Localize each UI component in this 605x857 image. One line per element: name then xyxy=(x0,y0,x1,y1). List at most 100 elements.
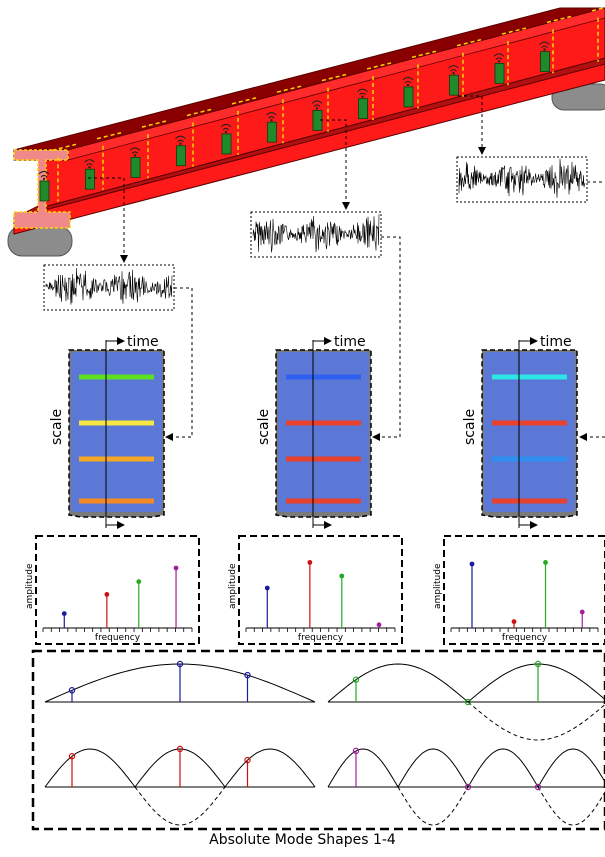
wifi-dot xyxy=(361,95,364,98)
wifi-dot xyxy=(133,154,137,157)
mode-shapes-frame xyxy=(31,649,605,831)
spectrogram-band xyxy=(286,456,361,462)
sensor-node xyxy=(267,121,277,143)
sensor-marker xyxy=(176,745,184,753)
sensor-marker xyxy=(464,698,472,706)
sensor-node xyxy=(494,62,505,84)
wifi-icon xyxy=(311,100,323,107)
signal-box-3 xyxy=(456,156,588,203)
spectrogram-band xyxy=(286,374,361,380)
wifi-dot xyxy=(179,142,182,145)
amplitude-axis-label: amplitude xyxy=(25,563,35,609)
stem-marker xyxy=(307,560,313,565)
wifi-dot xyxy=(497,60,501,63)
time-label: time xyxy=(334,334,366,350)
wifi-dot xyxy=(224,130,228,134)
spectrogram-2: time scale xyxy=(256,334,372,529)
spectrogram-band xyxy=(79,374,154,380)
sensor-marker xyxy=(176,660,184,668)
sensor-node xyxy=(449,74,459,96)
stem-marker xyxy=(61,611,67,616)
spectrogram-1: time scale xyxy=(49,334,165,529)
frequency-axis-label: frequency xyxy=(95,633,141,643)
stem-marker xyxy=(173,565,179,571)
frequency-charts: frequency amplitude frequency amplitude freq… xyxy=(25,535,605,645)
wifi-icon xyxy=(84,159,95,166)
wifi-icon xyxy=(175,135,186,143)
scale-label: scale xyxy=(49,409,65,445)
sensor-node xyxy=(39,180,50,202)
signal-box-1 xyxy=(43,264,175,311)
spectrogram-band xyxy=(492,374,567,380)
wifi-dot xyxy=(406,83,410,87)
sensor-node xyxy=(403,86,414,108)
stem-chart-2: frequency amplitude xyxy=(228,535,403,645)
sensor-marker xyxy=(68,753,76,760)
wifi-dot xyxy=(42,177,46,181)
spectrogram-band xyxy=(286,420,361,426)
wifi-dot xyxy=(452,71,455,75)
sensor-marker xyxy=(68,687,76,694)
wifi-icon xyxy=(357,88,368,96)
wifi-icon xyxy=(220,123,232,131)
sensor-marker xyxy=(244,671,251,679)
time-label: time xyxy=(540,334,572,350)
sensor-to-signal-arrows xyxy=(88,95,486,263)
scale-label: scale xyxy=(256,409,272,445)
spectrogram-band xyxy=(79,498,154,504)
sensor-marker xyxy=(244,756,251,764)
frequency-axis-label: frequency xyxy=(502,633,548,643)
sensor-node xyxy=(85,168,95,190)
spectrogram-band xyxy=(492,498,567,504)
wifi-icon xyxy=(402,76,414,84)
sensor-node xyxy=(358,98,368,120)
wifi-dot xyxy=(543,48,546,51)
sensor-marker xyxy=(352,747,360,755)
stem-chart-1: frequency amplitude xyxy=(25,535,200,645)
signal-box-2 xyxy=(250,211,382,258)
stem-marker xyxy=(376,622,382,628)
spectrogram-band xyxy=(79,456,154,462)
sensor-node xyxy=(176,145,186,167)
stem-marker xyxy=(543,560,548,565)
wifi-dot xyxy=(270,118,273,122)
sensor-marker xyxy=(352,676,360,683)
sensor-node xyxy=(540,51,550,73)
sensor-marker xyxy=(534,783,542,791)
mode-shape-2 xyxy=(327,660,605,741)
wifi-icon xyxy=(539,41,550,49)
wifi-icon xyxy=(266,112,277,119)
mode-curve-negative xyxy=(397,786,605,826)
frequency-axis-label: frequency xyxy=(298,633,344,643)
stem-marker xyxy=(264,585,270,591)
mode-curve-negative xyxy=(134,786,226,826)
sensor-node xyxy=(130,157,141,178)
mode-shapes-caption: Absolute Mode Shapes 1-4 xyxy=(209,832,396,848)
wifi-icon xyxy=(493,53,505,60)
mode-shapes xyxy=(44,660,605,826)
wifi-icon xyxy=(38,170,50,178)
stem-marker xyxy=(469,561,475,567)
amplitude-axis-label: amplitude xyxy=(228,563,238,609)
spectrogram-band xyxy=(492,456,567,462)
sensor-node xyxy=(221,133,232,155)
mode-curve xyxy=(327,663,605,703)
stem-marker xyxy=(511,619,517,624)
wifi-dot xyxy=(88,166,91,169)
sensor-marker xyxy=(534,660,542,668)
sensor-array xyxy=(38,41,550,202)
mode-curve xyxy=(327,748,605,788)
joint-lines xyxy=(51,6,605,202)
wifi-dot xyxy=(315,107,319,110)
sensor-marker xyxy=(464,783,472,791)
wifi-icon xyxy=(129,147,141,154)
time-label: time xyxy=(127,334,159,350)
mode-shape-4 xyxy=(327,747,605,826)
spectrogram-band xyxy=(492,420,567,426)
spectrogram-band xyxy=(286,498,361,504)
wifi-icon xyxy=(448,65,459,72)
